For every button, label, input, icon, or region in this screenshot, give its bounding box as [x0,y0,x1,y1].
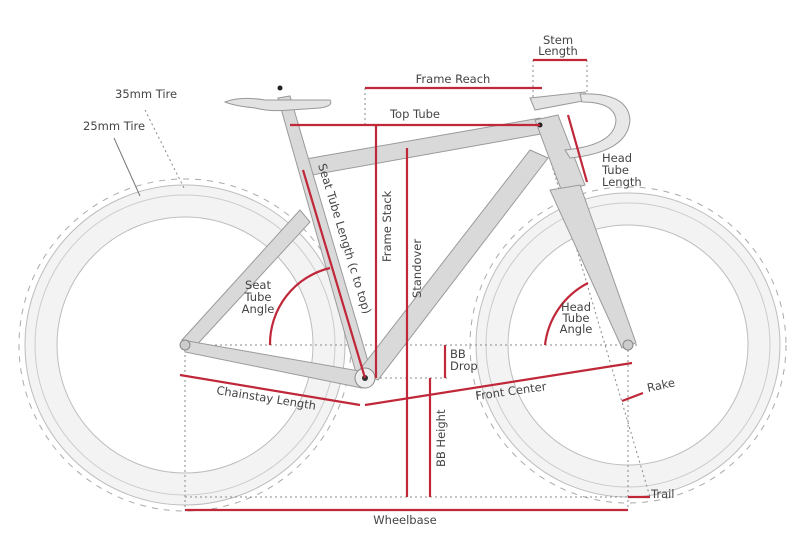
front-center-line [364,361,633,407]
trail-label: Trail [650,487,675,501]
bb-height-label: BB Height [434,409,448,467]
seat-tube-angle-label-3: Angle [242,302,275,316]
bike-frame [179,95,637,389]
head-tube-angle-label-2: Tube [562,311,590,325]
tire-35mm-label: 35mm Tire [115,87,177,101]
rake-line [621,391,644,403]
head-tube-length-label-1: Head [602,151,632,165]
head-tube-angle-arc [543,282,589,346]
bb-drop-label-2: Drop [450,359,478,373]
reference-lines [113,60,651,510]
head-tube-length-label-3: Length [602,175,642,189]
frame-reach-label: Frame Reach [416,72,491,86]
seat-tube-angle-label-2: Tube [244,290,272,304]
bb-drop-label-1: BB [450,347,466,361]
seat-tube-angle-label-1: Seat [245,278,271,292]
head-tube-length-label-2: Tube [601,163,629,177]
head-tube-angle-label-1: Head [561,300,591,314]
seat-tube-angle-arc [268,266,331,346]
wheelbase-label: Wheelbase [373,513,436,527]
seat-tube-length-line [301,169,367,379]
chainstay-length-line [179,373,361,407]
dimension-lines [179,58,650,512]
standover-label: Standover [410,239,424,298]
rake-label: Rake [646,375,676,395]
stem-label-2: Length [538,44,578,58]
top-tube-label: Top Tube [389,107,440,121]
tire-25mm-label: 25mm Tire [83,119,145,133]
handlebar-stem [529,91,631,159]
saddle [223,85,332,112]
head-tube-angle-label-3: Angle [560,322,593,336]
frame-stack-label: Frame Stack [380,190,394,262]
head-tube-length-line [566,114,589,183]
stem-label-1: Stem [543,33,573,47]
